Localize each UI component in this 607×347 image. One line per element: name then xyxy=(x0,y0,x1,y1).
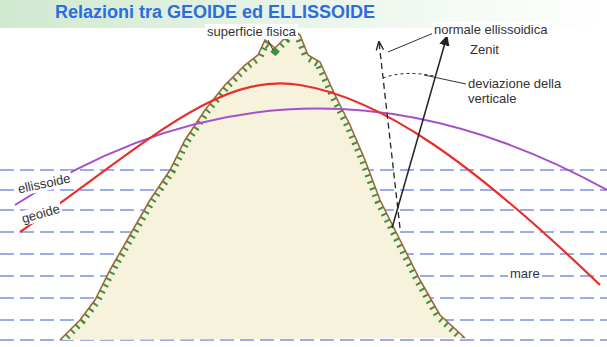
page-title: Relazioni tra GEOIDE ed ELLISSOIDE xyxy=(55,2,375,22)
ellipsoid-normal xyxy=(379,42,400,228)
geoid-curve xyxy=(20,83,600,285)
leader-line xyxy=(268,40,273,50)
geoid-label: geoide xyxy=(18,200,64,226)
ellipsoid-curve xyxy=(15,109,607,205)
zenith-vertical xyxy=(392,36,447,228)
ellipsoid-label: ellissoide xyxy=(14,170,73,197)
deviation-label: deviazione della verticale xyxy=(466,76,600,106)
physical-surface xyxy=(60,28,465,340)
leader-line xyxy=(424,75,466,84)
normal-label: normale ellissoidica xyxy=(432,22,549,37)
leader-line xyxy=(388,32,436,52)
surface-label: superficie fisica xyxy=(205,24,298,39)
mountain-fill xyxy=(60,28,465,340)
zenith-label: Zenit xyxy=(468,42,501,57)
mountain-hatching xyxy=(60,28,465,340)
sea-label: mare xyxy=(508,266,542,281)
